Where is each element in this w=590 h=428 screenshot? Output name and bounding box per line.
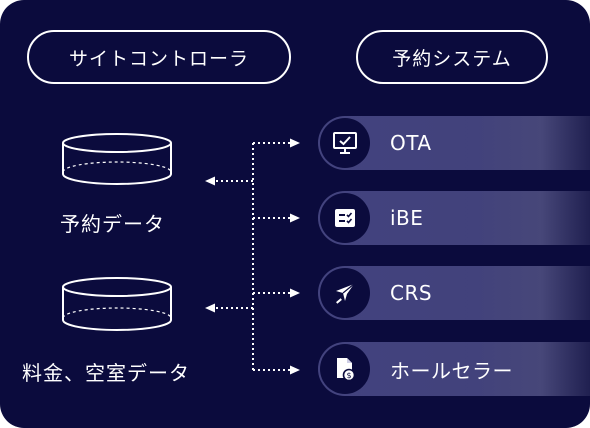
dotted-connectors <box>214 142 292 371</box>
site-controller-label: サイトコントローラ <box>68 47 249 70</box>
system-label-ibe: iBE <box>390 206 424 230</box>
reservation-database-icon <box>62 133 172 185</box>
airplane-icon <box>320 268 370 318</box>
reservation-data-label: 予約データ <box>60 212 165 236</box>
system-row-ibe: iBE <box>318 191 590 245</box>
system-row-wholesaler: $ ホールセラー <box>318 342 590 396</box>
site-controller-pill: サイトコントローラ <box>27 30 291 84</box>
reservation-system-label: 予約システム <box>392 47 512 70</box>
monitor-check-icon <box>320 118 370 168</box>
reservation-system-pill: 予約システム <box>356 30 548 84</box>
rates-inventory-label: 料金、空室データ <box>22 361 190 385</box>
checklist-icon <box>320 193 370 243</box>
system-label-ota: OTA <box>390 131 432 155</box>
arrowheads <box>205 138 300 375</box>
system-row-ota: OTA <box>318 116 590 170</box>
rates-inventory-database-icon <box>62 277 172 331</box>
system-row-crs: CRS <box>318 266 590 320</box>
invoice-dollar-icon: $ <box>320 344 370 394</box>
system-label-wholesaler: ホールセラー <box>390 358 513 383</box>
svg-text:$: $ <box>346 371 351 380</box>
system-label-crs: CRS <box>390 281 433 305</box>
